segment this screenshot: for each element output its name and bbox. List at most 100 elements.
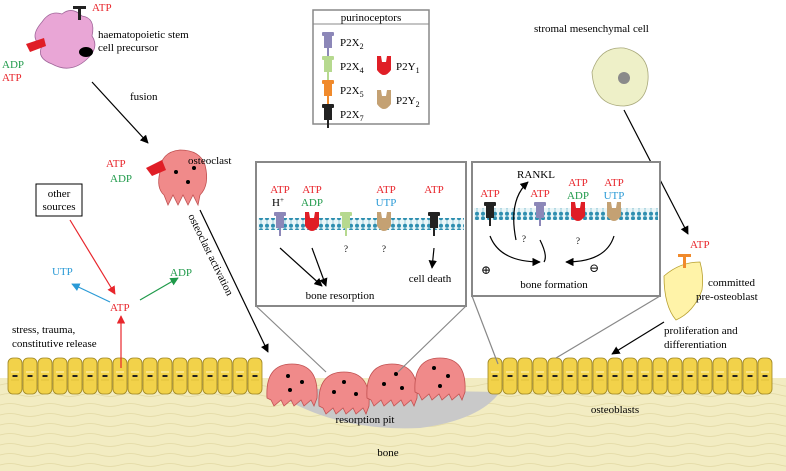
res-atp-3: ATP: [376, 184, 396, 196]
stem-cell-label-2: cell precursor: [98, 42, 158, 54]
form-atp-3: ATP: [568, 177, 588, 189]
osteoclast-cell: [318, 371, 370, 415]
stem-cell-label-1: haematopoietic stem: [98, 29, 189, 41]
res-adp: ADP: [301, 197, 323, 209]
osteoblast-cell: [652, 357, 668, 395]
p2y1-receptor-icon: [377, 56, 391, 75]
osteoblast-cell: [607, 357, 623, 395]
osteoblast-cell: [592, 357, 608, 395]
osteoblast-cell: [202, 357, 218, 395]
resorption-pit-label: resorption pit: [336, 414, 395, 426]
form-oplus: ⊕: [481, 263, 491, 277]
osteoblast-cell: [112, 357, 128, 395]
osteoclast-activation-label: osteoclast activation: [185, 212, 235, 298]
osteoblast-cell: [247, 357, 263, 395]
pre-osteoblast-atp-label: ATP: [690, 239, 710, 251]
osteoblast-cell: [187, 357, 203, 395]
legend-item-p2y1: P2Y1: [377, 56, 420, 75]
osteoblast-cell: [532, 357, 548, 395]
res-q-1: ?: [344, 244, 348, 254]
form-utp: UTP: [604, 190, 625, 202]
osteoblast-cell: [502, 357, 518, 395]
form-atp-4: ATP: [604, 177, 624, 189]
stromal-cell-label: stromal mesenchymal cell: [534, 23, 649, 35]
osteoblast-cell: [7, 357, 23, 395]
osteoblast-cell: [577, 357, 593, 395]
resorption-p2x2-receptor-icon: [274, 212, 286, 236]
osteoblast-layer: [7, 357, 773, 395]
osteoblasts-label: osteoblasts: [591, 404, 639, 416]
osteoblast-cell: [742, 357, 758, 395]
pre-osteoblast-cell: [663, 254, 704, 321]
proliferation-label-2: differentiation: [664, 339, 727, 351]
other-sources-label-2: sources: [43, 201, 76, 213]
formation-panel: [471, 161, 661, 297]
formation-p2x7-receptor-icon: [484, 202, 496, 226]
osteoblast-cell: [232, 357, 248, 395]
osteoblast-cell: [97, 357, 113, 395]
bone-label: bone: [377, 447, 399, 459]
osteoblast-cell: [52, 357, 68, 395]
legend-item-p2x7: P2X7: [322, 104, 364, 128]
osteoblast-cell: [217, 357, 233, 395]
form-atp-1: ATP: [480, 188, 500, 200]
pre-osteoblast-label-1: committed: [708, 277, 756, 289]
osteoclast-label: osteoclast: [188, 155, 231, 167]
osteoblast-cell: [682, 357, 698, 395]
bone-osteoclasts: [266, 357, 466, 415]
pre-osteoblast-arrow: [611, 321, 665, 355]
release-atp-label: ATP: [110, 302, 130, 314]
p2y2-receptor-icon: [377, 90, 391, 109]
stem-atp-label: ATP: [92, 2, 112, 14]
osteoblast-cell: [727, 357, 743, 395]
osteoclast-cell: [146, 149, 208, 207]
osteoclast-cell: [366, 363, 418, 407]
stem-adp-label: ADP: [2, 59, 24, 71]
osteoblast-cell: [22, 357, 38, 395]
osteoclast-cell: [414, 357, 466, 401]
osteoblast-cell: [82, 357, 98, 395]
p2x5-receptor-icon: [322, 80, 334, 104]
other-sources-arrow: [69, 219, 116, 295]
legend-item-p2y2: P2Y2: [377, 90, 420, 109]
formation-receptors: [484, 202, 621, 226]
form-q-1: ?: [522, 234, 526, 244]
osteoclast-atp-label: ATP: [106, 158, 126, 170]
res-h-plus: H+: [272, 196, 284, 209]
form-q-2: ?: [576, 236, 580, 246]
cell-death-label: cell death: [409, 273, 452, 285]
osteoblast-cell: [142, 357, 158, 395]
legend-label-p2y1: P2Y1: [396, 61, 420, 75]
release-label-1: stress, trauma,: [12, 324, 75, 336]
res-atp-4: ATP: [424, 184, 444, 196]
adp-label: ADP: [170, 267, 192, 279]
fusion-arrow: [91, 81, 149, 144]
pre-osteoblast-label-2: pre-osteoblast: [696, 291, 758, 303]
osteoclast-adp-label: ADP: [110, 173, 132, 185]
stromal-cell: [591, 47, 649, 107]
bone-resorption-label: bone resorption: [306, 290, 375, 302]
p2x2-receptor-icon: [322, 32, 334, 56]
osteoblast-cell: [37, 357, 53, 395]
other-sources-label-1: other: [48, 188, 71, 200]
osteoblast-cell: [547, 357, 563, 395]
resorption-receptors: [274, 212, 440, 236]
osteoblast-cell: [67, 357, 83, 395]
proliferation-label-1: proliferation and: [664, 325, 738, 337]
resorption-p2y2-receptor-icon: [377, 212, 391, 231]
bone-formation-label: bone formation: [520, 279, 588, 291]
osteoclast-cell: [266, 363, 318, 407]
legend-item-p2x4: P2X4: [322, 56, 364, 80]
atp-to-utp-arrow: [71, 283, 111, 303]
stem-atp-label-2: ATP: [2, 72, 22, 84]
osteoblast-cell: [562, 357, 578, 395]
formation-p2x2-receptor-icon: [534, 202, 546, 226]
form-ominus: ⊖: [589, 261, 599, 275]
osteoblast-cell: [487, 357, 503, 395]
osteoblast-cell: [697, 357, 713, 395]
formation-p2y1-receptor-icon: [571, 202, 585, 221]
legend-label-p2x7: P2X7: [340, 109, 364, 123]
p2x4-receptor-icon: [322, 56, 334, 80]
